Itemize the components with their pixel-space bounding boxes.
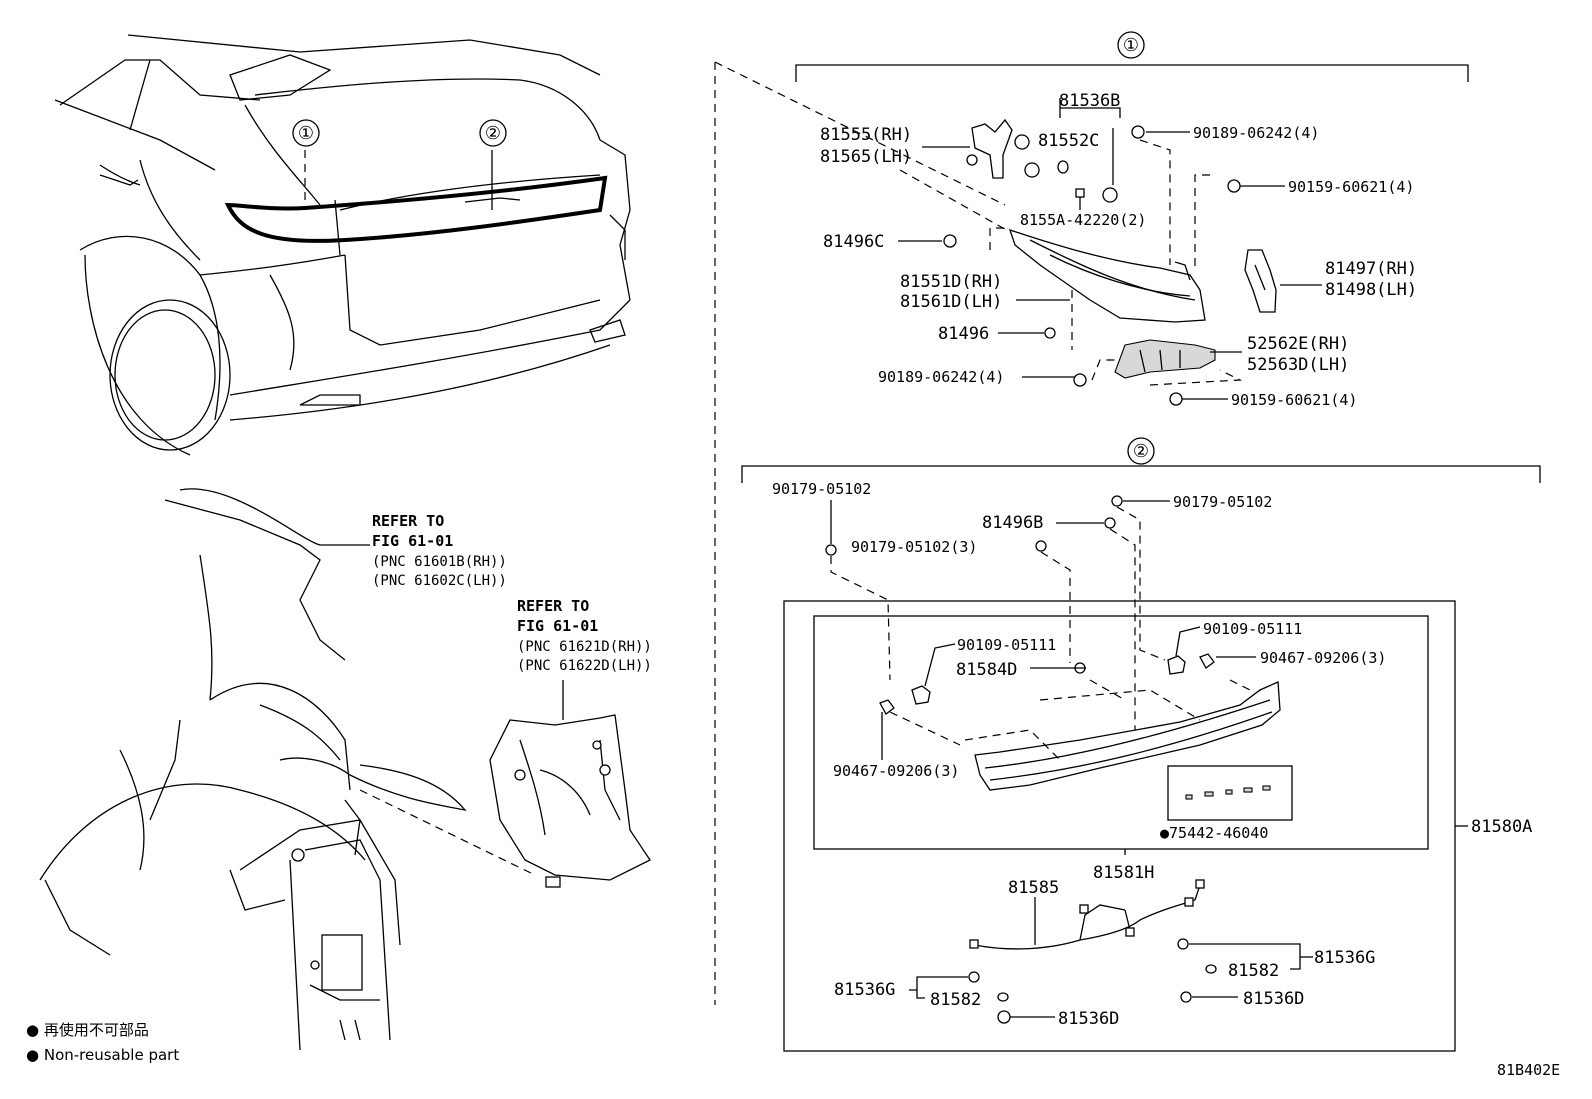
refer-b-pnc1: (PNC 61621D(RH)) [517, 639, 652, 655]
label-90109-a: 90109-05111 [957, 636, 1056, 654]
vehicle-marker-2: ② [485, 123, 501, 144]
group2-marker: ② [1133, 441, 1149, 462]
group2-labels: 90179-05102 90179-05102 81496B 90179-051… [772, 480, 1532, 1029]
group1-labels: 81536B 81555(RH) 81565(LH) 81552C 90189-… [820, 91, 1417, 409]
refer-b-pnc2: (PNC 61622D(LH)) [517, 658, 652, 674]
label-81496B: 81496B [982, 513, 1043, 533]
label-81555: 81555(RH) [820, 125, 912, 145]
group1-parts [898, 98, 1322, 406]
group1-bracket: ① [795, 31, 1469, 82]
leader-quarter-to-inner [359, 789, 536, 876]
label-90467-b: 90467-09206(3) [1260, 649, 1386, 667]
label-90179-b: 90179-05102 [1173, 493, 1272, 511]
label-81582-b: 81582 [930, 990, 981, 1010]
label-81496C: 81496C [823, 232, 884, 252]
label-81536D-a: 81536D [1243, 989, 1304, 1009]
figure-code: 81B402E [1497, 1061, 1560, 1079]
group2-parts [825, 495, 1468, 1024]
label-90179-a: 90179-05102 [772, 480, 871, 498]
label-81580A: 81580A [1471, 817, 1532, 837]
refer-a-line1: REFER TO [372, 512, 444, 530]
vehicle-rear-view: ① ② [54, 34, 631, 456]
label-81536D-b: 81536D [1058, 1009, 1119, 1029]
refer-a-line2: FIG 61-01 [372, 532, 453, 550]
quarter-panel-drawing [39, 488, 467, 1051]
legend-en: ● Non-reusable part [26, 1046, 179, 1064]
legend-jp: ● 再使用不可部品 [26, 1021, 149, 1039]
label-81536B: 81536B [1059, 91, 1120, 111]
label-81536G-a: 81536G [1314, 948, 1375, 968]
inner-panel-drawing [489, 714, 651, 888]
group1-marker: ① [1123, 35, 1139, 56]
label-8155A: 8155A-42220(2) [1020, 211, 1146, 229]
label-81584D: 81584D [956, 660, 1017, 680]
label-90179-c: 90179-05102(3) [851, 538, 977, 556]
label-81565: 81565(LH) [820, 147, 912, 167]
label-81585: 81585 [1008, 878, 1059, 898]
label-81552C: 81552C [1038, 131, 1099, 151]
vehicle-marker-1: ① [298, 123, 314, 144]
label-81536G-b: 81536G [834, 980, 895, 1000]
refer-note-b: REFER TO FIG 61-01 (PNC 61621D(RH)) (PNC… [517, 597, 652, 674]
refer-b-line1: REFER TO [517, 597, 589, 615]
label-81498: 81498(LH) [1325, 280, 1417, 300]
label-90159-top: 90159-60621(4) [1288, 178, 1414, 196]
assembly-box-81581H [813, 615, 1429, 850]
legend: ● 再使用不可部品 ● Non-reusable part [26, 1021, 179, 1064]
label-90189-bot: 90189-06242(4) [878, 368, 1004, 386]
label-81582-a: 81582 [1228, 961, 1279, 981]
refer-note-a: REFER TO FIG 61-01 (PNC 61601B(RH)) (PNC… [372, 512, 507, 589]
label-90109-b: 90109-05111 [1203, 620, 1302, 638]
emblem-box [1167, 765, 1293, 821]
label-81497: 81497(RH) [1325, 259, 1417, 279]
label-52563D: 52563D(LH) [1247, 355, 1349, 375]
label-75442: ●75442-46040 [1160, 824, 1268, 842]
label-90159-bot: 90159-60621(4) [1231, 391, 1357, 409]
label-90189-top: 90189-06242(4) [1193, 124, 1319, 142]
label-81581H: 81581H [1093, 863, 1154, 883]
label-81551D: 81551D(RH) [900, 272, 1002, 292]
refer-a-pnc2: (PNC 61602C(LH)) [372, 573, 507, 589]
detail-link-top [714, 61, 1006, 206]
label-81496: 81496 [938, 324, 989, 344]
refer-b-line2: FIG 61-01 [517, 617, 598, 635]
emblem-letters [1185, 785, 1271, 800]
label-81561D: 81561D(LH) [900, 292, 1002, 312]
label-90467-a: 90467-09206(3) [833, 762, 959, 780]
label-52562E: 52562E(RH) [1247, 334, 1349, 354]
refer-a-pnc1: (PNC 61601B(RH)) [372, 554, 507, 570]
